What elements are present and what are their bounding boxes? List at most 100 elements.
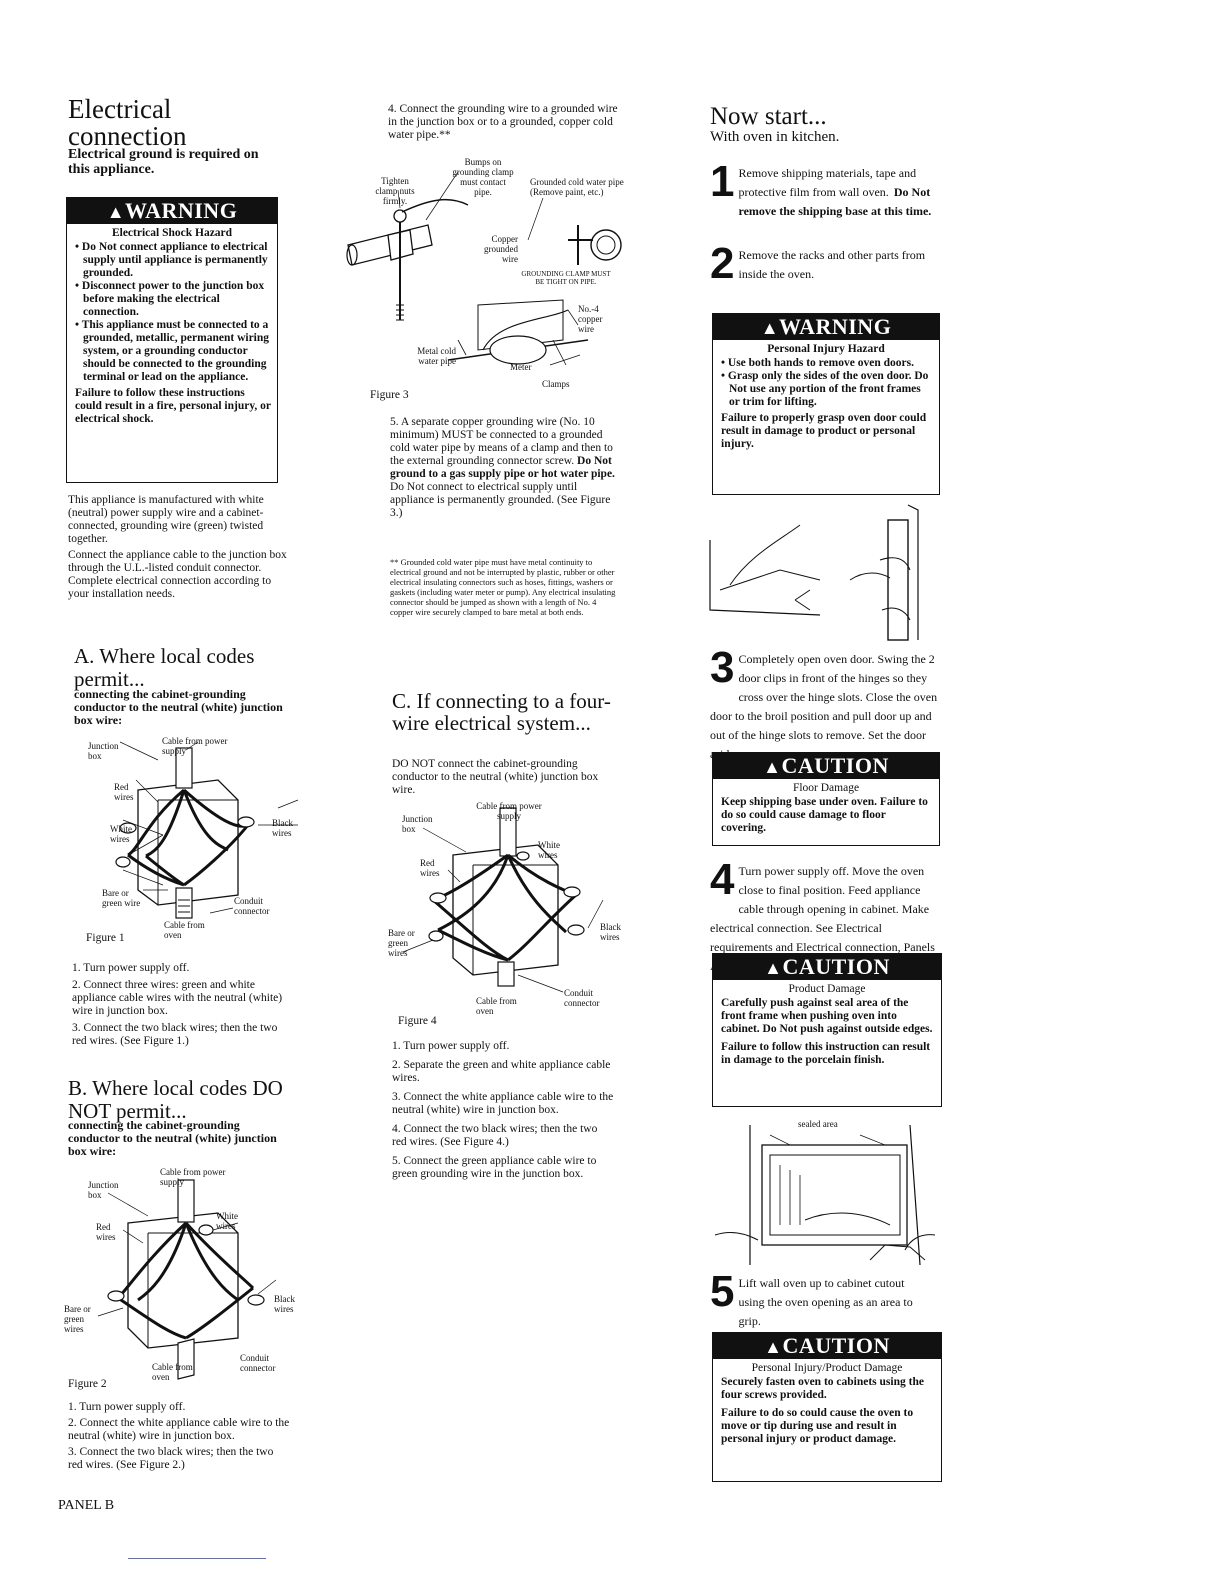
step-bold-text: Do Not remove the shipping base at this … xyxy=(738,185,932,218)
caution-box-floor: ▲CAUTION Floor Damage Keep shipping base… xyxy=(712,752,940,846)
fig2-junction-label: Junction box xyxy=(88,1180,119,1200)
step-4: 4 Turn power supply off. Move the oven c… xyxy=(710,855,938,974)
step: 3. Connect the two black wires; then the… xyxy=(72,1022,278,1047)
warning-triangle-icon: ▲ xyxy=(760,318,780,338)
intro-paragraph: Connect the appliance cable to the junct… xyxy=(68,549,287,600)
warning-footer: Failure to follow these instructions cou… xyxy=(75,387,271,425)
caution-title: Floor Damage xyxy=(792,782,860,794)
caution-box-product: ▲CAUTION Product Damage Carefully push a… xyxy=(712,953,942,1107)
fig3-grounded-cold-label: Grounded cold water pipe (Remove paint, … xyxy=(530,177,624,197)
warning-triangle-icon: ▲ xyxy=(106,202,126,222)
fig4-junction-label: Junction box xyxy=(402,814,433,834)
section-b-title: B. Where local codes DO NOT permit... xyxy=(68,1076,283,1123)
step-3: 3 Completely open oven door. Swing the 2… xyxy=(710,643,938,762)
section-b-subtitle: connecting the cabinet-grounding conduct… xyxy=(68,1118,277,1158)
fig4-conduit-label: Conduit connector xyxy=(564,988,600,1008)
step-1: 1 Remove shipping materials, tape and pr… xyxy=(710,157,936,219)
step: 4. Connect the two black wires; then the… xyxy=(392,1123,598,1148)
fig3-copper-grounded-label: Copper grounded wire xyxy=(484,234,518,264)
caution-header: ▲CAUTION xyxy=(713,1333,941,1359)
figure-3-diagram xyxy=(346,171,622,366)
footnote: ** Grounded cold water pipe must have me… xyxy=(390,557,616,617)
step-number: 3 xyxy=(710,643,735,692)
fig1-red-label: Red wires xyxy=(114,782,134,802)
step-number: 1 xyxy=(710,157,735,206)
fig1-white-label: White wires xyxy=(110,824,132,844)
right-title: Now start... xyxy=(710,103,827,130)
fig3-clamps-label: Clamps xyxy=(542,379,570,389)
step-text: Turn power supply off. Move the oven clo… xyxy=(710,864,935,973)
warning-footer: Failure to properly grasp oven door coul… xyxy=(721,412,927,450)
warning-title: Personal Injury Hazard xyxy=(767,343,885,355)
fig1-cable-supply-label: Cable from power supply xyxy=(162,736,228,756)
figure-4-diagram xyxy=(402,807,604,993)
step-4-text: 4. Connect the grounding wire to a groun… xyxy=(388,103,618,141)
step-text: Completely open oven door. Swing the 2 d… xyxy=(710,652,938,761)
step-5-bold: Do Not ground to a gas supply pipe or ho… xyxy=(390,455,615,480)
fig3-grounding-clamp-label: GROUNDING CLAMP MUST BE TIGHT ON PIPE. xyxy=(521,270,611,286)
section-a-subtitle: connecting the cabinet-grounding conduct… xyxy=(74,687,283,727)
figure-3-caption: Figure 3 xyxy=(370,389,409,401)
section-c-title: C. If connecting to a four-wire electric… xyxy=(392,689,611,735)
fig3-metal-cold-label: Metal cold water pipe xyxy=(417,346,456,366)
warning-box-electrical: ▲WARNING Electrical Shock Hazard • Do No… xyxy=(66,197,278,483)
step-number: 2 xyxy=(710,239,735,288)
caution-footer: Failure to follow this instruction can r… xyxy=(721,1041,931,1066)
fig2-bare-label: Bare or green wires xyxy=(64,1304,91,1334)
panel-label: PANEL B xyxy=(58,1498,115,1513)
caution-triangle-icon: ▲ xyxy=(764,958,783,978)
step: 2. Connect the white appliance cable wir… xyxy=(68,1417,290,1442)
fig2-black-label: Black wires xyxy=(274,1294,295,1314)
caution-box-injury: ▲CAUTION Personal Injury/Product Damage … xyxy=(712,1332,942,1482)
fig4-red-label: Red wires xyxy=(420,858,440,878)
section-c-subtitle: DO NOT connect the cabinet-grounding con… xyxy=(392,758,599,796)
caution-text: Keep shipping base under oven. Failure t… xyxy=(721,796,928,834)
fig1-conduit-label: Conduit connector xyxy=(234,896,270,916)
fig3-meter-label: Meter xyxy=(510,362,532,372)
fig2-white-label: White wires xyxy=(216,1211,238,1231)
caution-text: Securely fasten oven to cabinets using t… xyxy=(721,1376,924,1401)
warning-header: ▲WARNING xyxy=(713,314,939,340)
figure-1-diagram xyxy=(115,741,299,919)
figure-2-caption: Figure 2 xyxy=(68,1378,107,1390)
intro-paragraph: This appliance is manufactured with whit… xyxy=(68,494,264,545)
warning-box-injury: ▲WARNING Personal Injury Hazard • Use bo… xyxy=(712,313,940,495)
warning-item: • Disconnect power to the junction box b… xyxy=(75,280,265,318)
fig3-bumps-label: Bumps on grounding clamp must contact pi… xyxy=(452,157,514,197)
caution-triangle-icon: ▲ xyxy=(764,1337,783,1357)
step: 3. Connect the white appliance cable wir… xyxy=(392,1091,614,1116)
caution-text: Carefully push against seal area of the … xyxy=(721,997,933,1035)
step-text: Remove the racks and other parts from in… xyxy=(738,248,926,281)
oven-install-illustration xyxy=(714,1124,936,1266)
figure-1-caption: Figure 1 xyxy=(86,932,125,944)
page-title: Electrical connection xyxy=(68,94,187,151)
step-5-text: 5. A separate copper grounding wire (No.… xyxy=(390,416,616,520)
section-b-steps: 1. Turn power supply off. 2. Connect the… xyxy=(68,1401,290,1472)
fig1-black-label: Black wires xyxy=(272,818,293,838)
oven-door-illustration xyxy=(709,504,919,641)
fig2-conduit-label: Conduit connector xyxy=(240,1353,276,1373)
caution-header: ▲CAUTION xyxy=(713,954,941,980)
step: 3. Connect the two black wires; then the… xyxy=(68,1446,274,1471)
step-5-part: 5. A separate copper grounding wire (No.… xyxy=(390,416,613,467)
fig2-red-label: Red wires xyxy=(96,1222,116,1242)
caution-footer: Failure to do so could cause the oven to… xyxy=(721,1407,914,1445)
warning-item: • Do Not connect appliance to electrical… xyxy=(75,241,268,279)
step-text: Lift wall oven up to cabinet cutout usin… xyxy=(738,1276,913,1328)
fig3-no4-label: No.-4 copper wire xyxy=(578,304,603,334)
fig4-cable-supply-label: Cable from power supply xyxy=(476,801,542,821)
step: 1. Turn power supply off. xyxy=(68,1401,186,1413)
fig4-white-label: White wires xyxy=(538,840,560,860)
step-5-part: Do Not connect to electrical supply unti… xyxy=(390,481,611,519)
step: 2. Connect three wires: green and white … xyxy=(72,979,283,1017)
step-5: 5 Lift wall oven up to cabinet cutout us… xyxy=(710,1270,930,1329)
footer-rule xyxy=(128,1558,266,1559)
warning-item: • Grasp only the sides of the oven door.… xyxy=(721,370,929,408)
warning-header: ▲WARNING xyxy=(67,198,277,224)
step: 1. Turn power supply off. xyxy=(392,1040,510,1052)
fig2-cable-oven-label: Cable from oven xyxy=(152,1362,193,1382)
step: 5. Connect the green appliance cable wir… xyxy=(392,1155,597,1180)
caution-header: ▲CAUTION xyxy=(713,753,939,779)
fig1-bare-label: Bare or green wire xyxy=(102,888,141,908)
step-number: 4 xyxy=(710,855,735,904)
